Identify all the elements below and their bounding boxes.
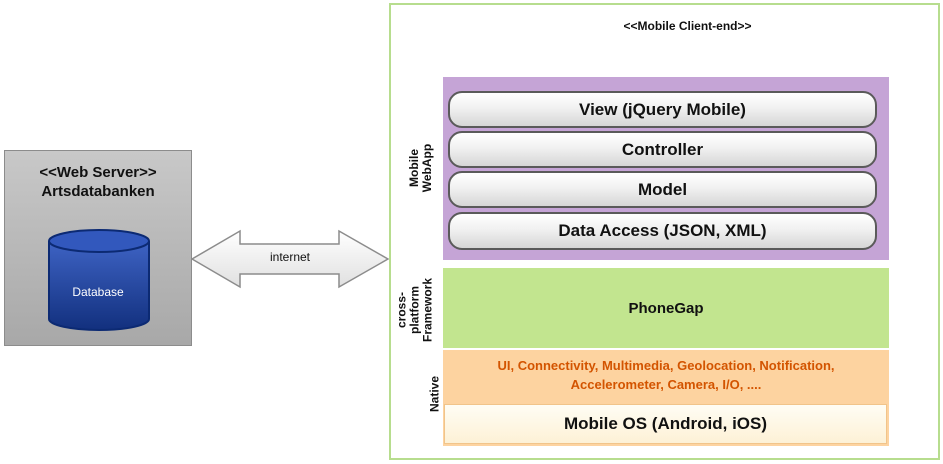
web-server-name: Artsdatabanken [41, 183, 155, 200]
web-server-title: <<Web Server>> Artsdatabanken [5, 163, 191, 201]
phonegap-panel: PhoneGap [443, 268, 889, 348]
framework-side-label: cross- platform Framework [394, 277, 435, 343]
view-layer: View (jQuery Mobile) [448, 91, 877, 128]
web-server-box: <<Web Server>> Artsdatabanken Database [4, 150, 192, 346]
model-layer: Model [448, 171, 877, 208]
data-access-layer: Data Access (JSON, XML) [448, 212, 877, 250]
database-icon [48, 229, 150, 331]
native-apis-text: UI, Connectivity, Multimedia, Geolocatio… [497, 358, 835, 392]
controller-layer: Controller [448, 131, 877, 168]
web-server-stereotype: <<Web Server>> [39, 164, 157, 181]
internet-double-arrow [191, 229, 389, 289]
internet-label: internet [269, 250, 311, 264]
database-label: Database [72, 285, 124, 299]
native-side-label: Native [427, 375, 442, 413]
mobile-client-title: <<Mobile Client-end>> [623, 19, 752, 33]
mobile-os-layer: Mobile OS (Android, iOS) [444, 404, 887, 444]
webapp-side-label: Mobile WebApp [407, 143, 434, 193]
